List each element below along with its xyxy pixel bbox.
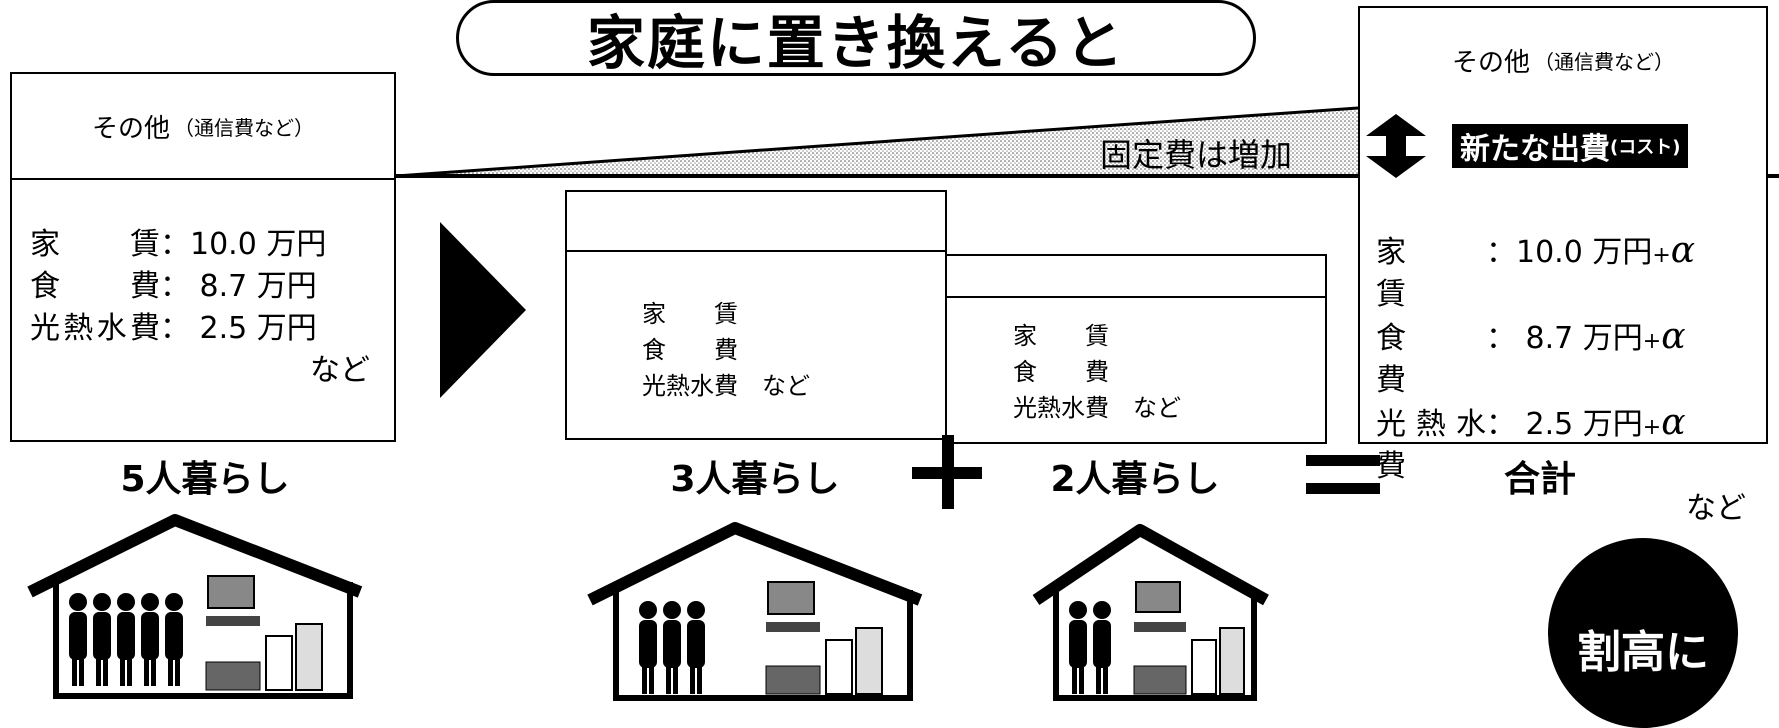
- plus-sign: +: [1652, 243, 1671, 268]
- cost-row-utilities: 光熱水費 ： 2.5 万円: [30, 308, 370, 350]
- cost-label: 食 費: [30, 269, 160, 304]
- total-row-utilities: 光熱水費 ： 2.5 万円 + α: [1376, 402, 1746, 488]
- alpha-symbol: α: [1661, 402, 1686, 443]
- header-label: その他: [91, 113, 170, 144]
- header-label: その他: [1451, 47, 1530, 78]
- new-cost-tag: 新たな出費 (コスト): [1452, 124, 1689, 168]
- cost-value: ： 2.5 万円: [1486, 407, 1643, 442]
- cost-value: ： 8.7 万円: [1486, 321, 1643, 356]
- cost-value: ： 8.7 万円: [160, 269, 317, 304]
- cost-label: 食 費: [1376, 321, 1466, 398]
- etc-label: など: [1686, 491, 1746, 526]
- list-item: 家 賃: [1013, 322, 1109, 350]
- list-item: 光熱水費 など: [1013, 394, 1181, 422]
- new-cost-label: 新たな出費: [1460, 132, 1610, 167]
- cost-value: ：10.0 万円: [160, 227, 327, 262]
- plus-sign: +: [1642, 415, 1662, 440]
- cost-label: 光熱水費: [1376, 407, 1486, 484]
- fixed-cost-label: 固定費は増加: [1100, 136, 1293, 174]
- total-box: その他 （通信費など） 新たな出費 (コスト) 家 賃 ：10.0 万円 + α…: [1358, 6, 1768, 526]
- double-arrow-icon: [1366, 114, 1426, 178]
- caption-three-people: 3人暮らし: [670, 459, 840, 500]
- house-three-icon: [587, 522, 923, 701]
- cost-label: 光熱水費: [30, 311, 160, 346]
- list-item: 食 費: [642, 336, 738, 364]
- cost-row-rent: 家 賃 ：10.0 万円: [30, 224, 370, 266]
- diagram-title: 家庭に置き換えると: [456, 0, 1256, 77]
- house-five-icon: [27, 514, 363, 699]
- equals-operator: [1306, 455, 1380, 495]
- three-person-box: 家 賃 食 費 光熱水費 など: [565, 190, 947, 440]
- caption-total: 合計: [1503, 459, 1576, 500]
- total-row-food: 食 費 ： 8.7 万円 + α: [1376, 316, 1746, 402]
- plus-operator: [912, 435, 982, 509]
- list-item: 家 賃: [642, 300, 738, 328]
- plus-sign: +: [1642, 329, 1662, 354]
- alpha-symbol: α: [1661, 316, 1686, 357]
- five-person-box: その他 （通信費など） 家 賃 ：10.0 万円 食 費 ： 8.7 万円 光熱…: [10, 72, 396, 442]
- five-person-header: その他 （通信費など）: [12, 74, 394, 180]
- arrow-right-icon: [440, 222, 526, 398]
- cost-label: 家 賃: [1376, 235, 1466, 312]
- total-row-rent: 家 賃 ：10.0 万円 + α: [1376, 230, 1746, 316]
- etc-label: など: [310, 353, 370, 388]
- cost-value: ： 2.5 万円: [160, 311, 317, 346]
- caption-two-people: 2人暮らし: [1050, 459, 1220, 500]
- total-header: その他 （通信費など）: [1360, 8, 1766, 114]
- two-person-box: 家 賃 食 費 光熱水費 など: [945, 254, 1327, 444]
- house-two-icon: [1032, 524, 1269, 701]
- list-item: 光熱水費 など: [642, 372, 810, 400]
- cost-value: ：10.0 万円: [1486, 235, 1653, 270]
- cost-label: 家 賃: [30, 227, 160, 262]
- expensive-badge-label: 割高に: [1577, 627, 1709, 678]
- header-note: （通信費など）: [1534, 49, 1674, 74]
- caption-five-people: 5人暮らし: [120, 459, 290, 500]
- list-item: 食 費: [1013, 358, 1109, 386]
- expensive-badge: [1548, 538, 1738, 728]
- alpha-symbol: α: [1670, 230, 1696, 271]
- cost-row-food: 食 費 ： 8.7 万円: [30, 266, 370, 308]
- header-note: （通信費など）: [174, 115, 314, 140]
- new-cost-note: (コスト): [1610, 137, 1681, 158]
